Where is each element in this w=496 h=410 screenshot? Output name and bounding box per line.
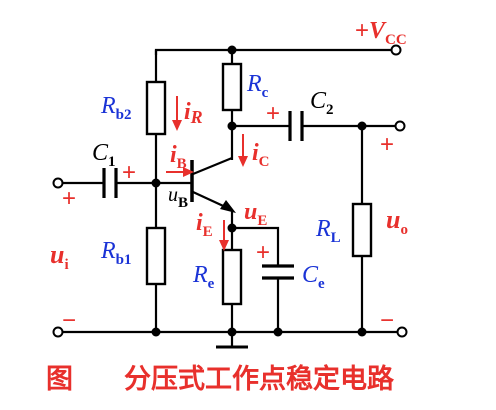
node-vcc <box>227 45 237 55</box>
terminal-output-top <box>394 120 406 132</box>
bjt-collector <box>192 156 233 176</box>
node-ground-left <box>151 327 161 337</box>
caption-title: 分压式工作点稳定电路 <box>124 363 395 395</box>
label-c2: C2 <box>310 88 334 118</box>
output-minus-sign: − <box>380 307 394 334</box>
ib-arrow-head-icon <box>183 167 194 177</box>
node-ground-ce <box>273 327 283 337</box>
resistor-rb1 <box>145 226 167 286</box>
node-output <box>357 121 367 131</box>
label-rl: RL <box>315 216 341 246</box>
node-ground-rl <box>357 327 367 337</box>
input-minus-sign: − <box>62 307 76 334</box>
node-base <box>151 178 161 188</box>
terminal-vcc <box>390 44 402 56</box>
label-ce: Ce <box>302 262 325 292</box>
c1-plus-sign: + <box>122 159 136 186</box>
label-re: Re <box>192 262 215 292</box>
output-plus-sign: + <box>380 131 394 158</box>
label-ue: uE <box>244 199 267 229</box>
resistor-re <box>221 248 243 306</box>
label-ub: uB <box>168 184 188 211</box>
label-rb2: Rb2 <box>100 93 132 123</box>
label-ic: iC <box>252 140 270 170</box>
input-plus-sign: + <box>62 185 76 212</box>
label-ib: iB <box>170 142 187 172</box>
label-uo: uo <box>386 205 408 238</box>
node-collector <box>227 121 237 131</box>
node-emitter <box>227 223 237 233</box>
terminal-output-bottom <box>396 326 408 338</box>
resistor-rb2 <box>145 80 167 136</box>
label-ir: iR <box>184 99 203 127</box>
node-ground-center <box>227 327 237 337</box>
label-ui: ui <box>50 240 69 273</box>
label-vcc: +VCC <box>355 17 407 48</box>
c2-plus-sign: + <box>266 100 280 127</box>
resistor-rc <box>221 62 243 112</box>
resistor-rl <box>351 202 373 258</box>
ic-arrow-head-icon <box>238 156 248 167</box>
label-c1: C1 <box>92 140 116 170</box>
label-rb1: Rb1 <box>100 238 132 268</box>
emitter-arrow-icon <box>220 200 236 213</box>
terminal-input-top <box>52 177 64 189</box>
ce-top-lead <box>232 226 280 266</box>
ie-arrow-head-icon <box>219 240 229 251</box>
label-rc: Rc <box>246 71 269 101</box>
label-ie: iE <box>196 210 213 240</box>
terminal-input-bottom <box>52 326 64 338</box>
caption-prefix: 图 <box>46 364 73 395</box>
ir-arrow-head-icon <box>172 120 182 131</box>
ce-plus-sign: + <box>256 239 270 266</box>
vcc-rail <box>154 48 392 55</box>
